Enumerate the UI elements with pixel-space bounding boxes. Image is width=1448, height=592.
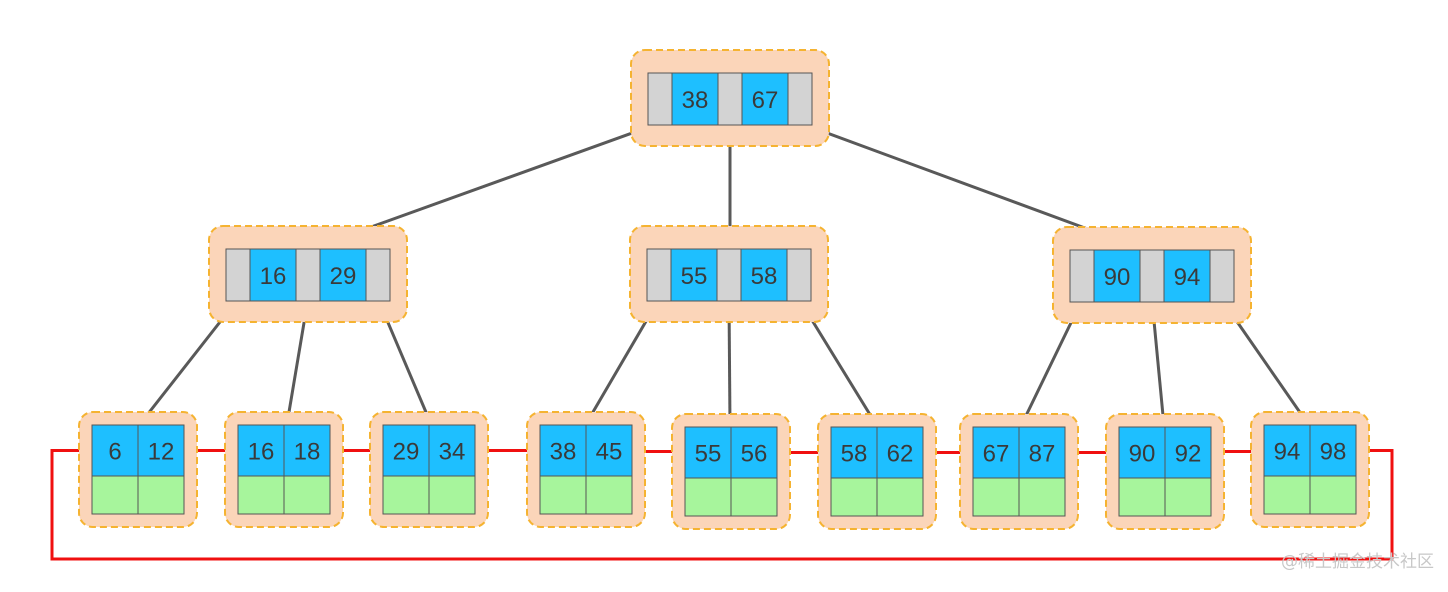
internal-node-3-key-cell (1093, 249, 1141, 303)
leaf-node-9-key: 94 (1274, 439, 1301, 466)
watermark: @稀土掘金技术社区 (1281, 552, 1434, 572)
internal-node-2-pointer-cell (786, 248, 812, 302)
root-node-key-cell (671, 72, 719, 126)
internal-node-3-key: 90 (1104, 264, 1131, 291)
leaf-node-1: 6 12 (78, 411, 198, 528)
leaf-node-4-data-cell (585, 475, 633, 515)
leaf-node-6-key: 58 (841, 441, 868, 468)
leaf-node-4-key: 38 (550, 439, 577, 466)
leaf-node-4: 38 45 (526, 411, 646, 528)
leaf-node-3-key: 29 (393, 439, 420, 466)
leaf-node-6-data-cell (830, 477, 878, 517)
internal-node-2-key: 58 (751, 263, 778, 290)
root-node-pointer-cell (647, 72, 673, 126)
internal-node-1-key-cell (249, 248, 297, 302)
leaf-node-9-key-cell (1263, 424, 1311, 477)
leaf-node-4-key: 45 (596, 439, 623, 466)
leaf-node-3-key: 34 (439, 439, 466, 466)
leaf-node-1-key-cell (137, 424, 185, 477)
internal-node-3-pointer-cell (1139, 249, 1165, 303)
internal-node-2-key: 55 (681, 263, 708, 290)
leaf-node-1-key: 12 (148, 439, 175, 466)
internal-node-1-pointer-cell (295, 248, 321, 302)
leaf-node-2-key-cell (237, 424, 285, 477)
leaf-node-6-key-cell (830, 426, 878, 479)
leaf-node-8-key-cell (1164, 426, 1212, 479)
leaf-node-4-key-cell (585, 424, 633, 477)
internal-node-3-pointer-cell (1209, 249, 1235, 303)
leaf-node-5: 55 56 (671, 413, 791, 530)
root-node-key-cell (741, 72, 789, 126)
internal-node-1-key-cell (319, 248, 367, 302)
leaf-node-1-data-cell (91, 475, 139, 515)
internal-node-2-pointer-cell (716, 248, 742, 302)
leaf-node-8-key: 92 (1175, 441, 1202, 468)
leaf-node-4-data-cell (539, 475, 587, 515)
internal-node-2: 55 58 (629, 225, 829, 323)
internal-node-2-pointer-cell (646, 248, 672, 302)
root-node-pointer-cell (787, 72, 813, 126)
leaf-node-8-data-cell (1118, 477, 1166, 517)
leaf-node-8: 90 92 (1105, 413, 1225, 530)
root-node-key: 67 (752, 87, 779, 114)
leaf-node-2-data-cell (283, 475, 331, 515)
leaf-node-8-key: 90 (1129, 441, 1156, 468)
leaf-node-1-key-cell (91, 424, 139, 477)
leaf-link-wraparound (50, 444, 1394, 561)
internal-node-3-key: 94 (1174, 264, 1201, 291)
internal-node-1-pointer-cell (365, 248, 391, 302)
leaf-node-9: 94 98 (1250, 411, 1370, 528)
leaf-node-5-data-cell (730, 477, 778, 517)
leaf-node-3: 29 34 (369, 411, 489, 528)
leaf-node-5-data-cell (684, 477, 732, 517)
root-node: 38 67 (630, 49, 830, 147)
internal-node-1-pointer-cell (225, 248, 251, 302)
leaf-node-5-key-cell (730, 426, 778, 479)
leaf-node-6-key-cell (876, 426, 924, 479)
leaf-node-9-key-cell (1309, 424, 1357, 477)
leaf-node-9-data-cell (1309, 475, 1357, 515)
leaf-node-3-key-cell (382, 424, 430, 477)
root-node-key: 38 (682, 87, 709, 114)
leaf-node-7: 67 87 (959, 413, 1079, 530)
leaf-node-6-key: 62 (887, 441, 914, 468)
leaf-node-2-key-cell (283, 424, 331, 477)
leaf-node-9-key: 98 (1320, 439, 1347, 466)
leaf-node-1-data-cell (137, 475, 185, 515)
leaf-node-7-key: 67 (983, 441, 1010, 468)
leaf-node-2-data-cell (237, 475, 285, 515)
internal-node-1-key: 29 (330, 263, 357, 290)
leaf-node-5-key: 56 (741, 441, 768, 468)
leaf-node-6-data-cell (876, 477, 924, 517)
internal-node-2-key-cell (670, 248, 718, 302)
leaf-node-6: 58 62 (817, 413, 937, 530)
leaf-node-2-key: 16 (248, 439, 275, 466)
internal-node-1-key: 16 (260, 263, 287, 290)
leaf-node-5-key: 55 (695, 441, 722, 468)
leaf-node-7-data-cell (972, 477, 1020, 517)
leaf-node-8-data-cell (1164, 477, 1212, 517)
leaf-node-2-key: 18 (294, 439, 321, 466)
root-node-pointer-cell (717, 72, 743, 126)
internal-node-3-pointer-cell (1069, 249, 1095, 303)
leaf-node-3-data-cell (428, 475, 476, 515)
internal-node-3: 90 94 (1052, 226, 1252, 324)
leaf-node-3-data-cell (382, 475, 430, 515)
internal-node-3-key-cell (1163, 249, 1211, 303)
leaf-node-7-key: 87 (1029, 441, 1056, 468)
leaf-node-7-data-cell (1018, 477, 1066, 517)
leaf-node-3-key-cell (428, 424, 476, 477)
leaf-node-1-key: 6 (108, 439, 121, 466)
leaf-node-9-data-cell (1263, 475, 1311, 515)
internal-node-2-key-cell (740, 248, 788, 302)
